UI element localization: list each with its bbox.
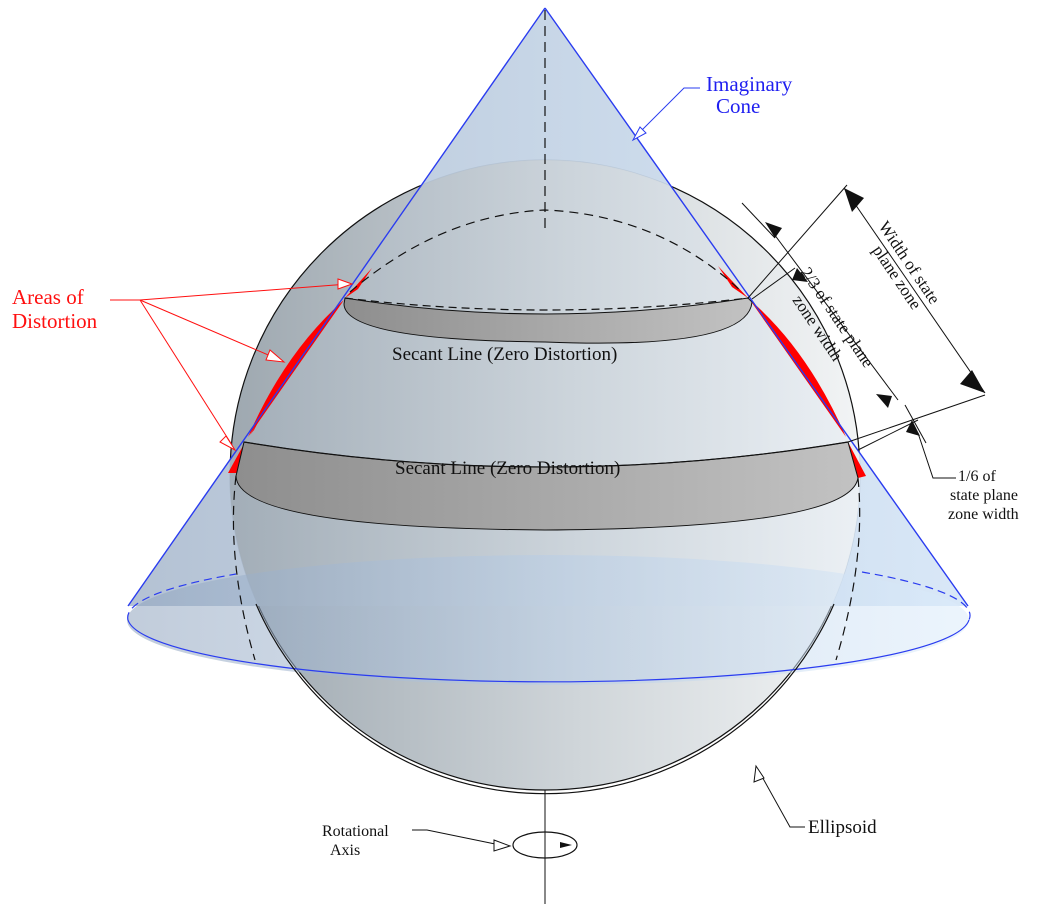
secant-label-upper: Secant Line (Zero Distortion) [392, 344, 617, 365]
distortion-area-lower-left [228, 444, 244, 473]
distortion-area-mid-left-fill [248, 300, 344, 437]
distortion-area-lower-right [848, 442, 866, 478]
secant-band-upper [343, 297, 753, 344]
label-areas-line1: Areas of [12, 285, 84, 309]
label-one-sixth-line2: state plane [950, 487, 1018, 504]
label-one-sixth-line1: 1/6 of [958, 468, 996, 485]
distortion-area-mid-right [750, 300, 846, 437]
cone-base [127, 555, 969, 685]
label-imaginary-cone-line1: Imaginary [706, 72, 793, 96]
label-areas-line2: Distortion [12, 309, 98, 333]
label-ellipsoid: Ellipsoid [808, 817, 877, 838]
dimension-lines [741, 184, 986, 451]
secant-label-lower: Secant Line (Zero Distortion) [395, 458, 620, 479]
label-rotational-line1: Rotational [322, 823, 389, 840]
label-one-sixth-line3: zone width [948, 506, 1019, 523]
rotation-indicator [512, 831, 578, 859]
distortion-area-upper-right [718, 266, 748, 298]
distortion-leaders [110, 283, 349, 446]
label-rotational-line2: Axis [330, 842, 360, 859]
label-imaginary-cone-line2: Cone [716, 94, 760, 118]
